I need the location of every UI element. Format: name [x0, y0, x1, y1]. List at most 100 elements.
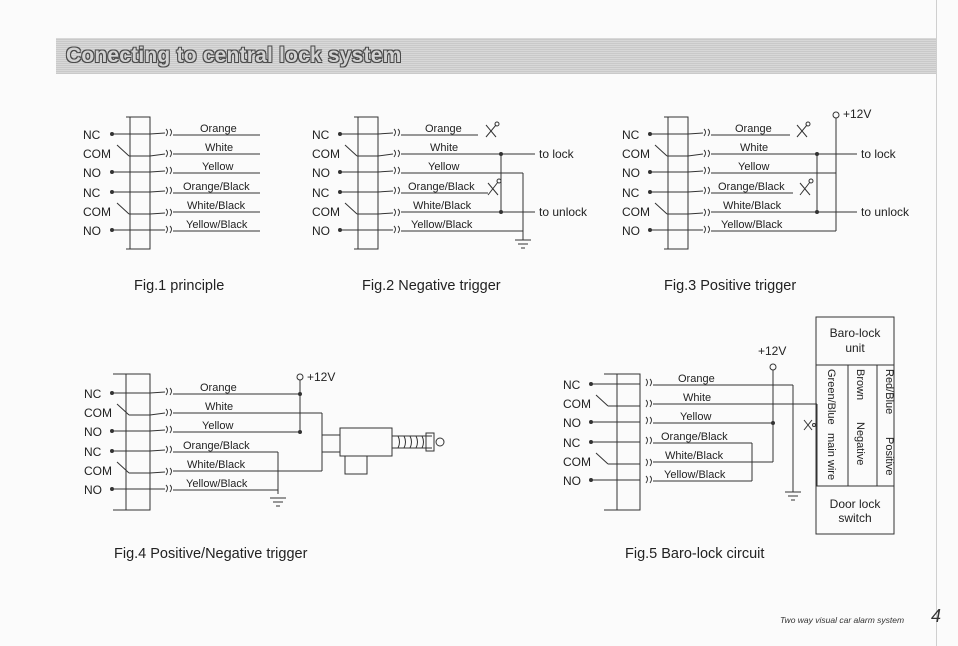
pin-label: NC	[312, 128, 330, 142]
vertical-wire-color: Green/Blue	[825, 369, 837, 425]
wire-label: Yellow	[202, 420, 233, 432]
pin-label: NO	[83, 224, 101, 238]
fig4-pin-labels: NC COM NO NC COM NO	[84, 387, 112, 497]
scissors-icon	[487, 181, 499, 196]
door-lock-switch-label: Door lock	[830, 497, 882, 511]
baro-lock-unit-label-2: unit	[845, 341, 865, 355]
scissors-icon	[485, 124, 497, 138]
page-edge-line	[936, 0, 937, 646]
fig5-caption: Fig.5 Baro-lock circuit	[625, 546, 764, 562]
footer-text: Two way visual car alarm system	[780, 615, 905, 625]
pin-label: NC	[84, 387, 102, 401]
fig3-to-lock-label: to lock	[861, 147, 897, 161]
fig3-diagram	[648, 111, 857, 250]
pin-label: COM	[622, 205, 650, 219]
fig2-to-lock-label: to lock	[539, 147, 575, 161]
fig1-caption: Fig.1 principle	[134, 278, 224, 294]
vertical-wire-role: Positive	[883, 437, 895, 476]
wire-label: White	[205, 401, 233, 413]
page-number: 4	[931, 606, 942, 626]
pin-label: COM	[312, 147, 340, 161]
wire-label: White/Black	[413, 200, 472, 212]
pin-label: NC	[622, 128, 640, 142]
wire-label: Yellow	[202, 161, 233, 173]
fig3-caption: Fig.3 Positive trigger	[664, 278, 796, 294]
door-lock-switch-label-2: switch	[838, 511, 871, 525]
wire-label: White	[430, 142, 458, 154]
scissors-icon	[803, 419, 813, 431]
vertical-wire-role: main wire	[825, 433, 837, 480]
pin-label: NO	[84, 483, 102, 497]
vertical-wire-color: Brown	[854, 369, 866, 400]
wire-label: Yellow	[428, 161, 459, 173]
vertical-wire-role: Negative	[854, 422, 866, 465]
pin-label: NC	[563, 378, 581, 392]
wire-label: Orange	[678, 373, 715, 385]
fig2-wire-labels: Orange White Yellow Orange/Black White/B…	[408, 123, 475, 231]
wire-label: White	[740, 142, 768, 154]
pin-label: NO	[312, 166, 330, 180]
wire-label: Orange/Black	[718, 181, 785, 193]
scissors-icon	[799, 181, 811, 196]
wire-label: White/Black	[665, 450, 724, 462]
fig2-to-unlock-label: to unlock	[539, 205, 588, 219]
scissors-icon	[796, 124, 808, 138]
wire-label: Yellow/Black	[186, 219, 248, 231]
pin-label: COM	[83, 205, 111, 219]
fig1-pin-labels: NC COM NO NC COM NO	[83, 128, 111, 238]
fig5-supply-label: +12V	[758, 344, 786, 358]
wire-label: Yellow	[738, 161, 769, 173]
pin-label: NC	[83, 186, 101, 200]
wire-label: White	[683, 392, 711, 404]
fig5-pin-labels: NC COM NO NC COM NO	[563, 378, 591, 488]
pin-label: NO	[563, 416, 581, 430]
pin-label: NC	[312, 186, 330, 200]
pin-label: COM	[622, 147, 650, 161]
pin-label: NC	[84, 445, 102, 459]
fig4-diagram	[110, 373, 445, 511]
fig1-wire-labels: Orange White Yellow Orange/Black White/B…	[183, 123, 250, 231]
fig5-vertical-wire-labels: Green/Blue main wire Brown Negative Red/…	[825, 369, 895, 480]
page-title: Conecting to central lock system	[66, 44, 402, 67]
wire-label: Orange	[425, 123, 462, 135]
pin-label: NO	[312, 224, 330, 238]
wire-label: Orange/Black	[661, 431, 728, 443]
wire-label: Orange/Black	[183, 181, 250, 193]
fig2-caption: Fig.2 Negative trigger	[362, 278, 501, 294]
wire-label: White/Black	[187, 459, 246, 471]
wire-label: Orange	[200, 123, 237, 135]
pin-label: COM	[84, 464, 112, 478]
fig3-supply-label: +12V	[843, 107, 871, 121]
door-lock-actuator-icon	[339, 427, 445, 475]
fig3-wire-labels: Orange White Yellow Orange/Black White/B…	[718, 123, 785, 231]
fig4-supply-label: +12V	[307, 370, 335, 384]
wire-label: Yellow/Black	[664, 469, 726, 481]
wire-label: Orange/Black	[408, 181, 475, 193]
wire-label: White/Black	[187, 200, 246, 212]
wire-label: Yellow/Black	[721, 219, 783, 231]
pin-label: NC	[622, 186, 640, 200]
pin-label: NC	[563, 436, 581, 450]
header-band	[56, 38, 936, 74]
pin-label: NO	[84, 425, 102, 439]
wire-label: White/Black	[723, 200, 782, 212]
pin-label: COM	[563, 397, 591, 411]
wire-label: White	[205, 142, 233, 154]
wire-label: Orange/Black	[183, 440, 250, 452]
wire-label: Yellow	[680, 411, 711, 423]
fig5-wire-labels: Orange White Yellow Orange/Black White/B…	[661, 373, 728, 481]
pin-label: COM	[83, 147, 111, 161]
wire-label: Orange	[200, 382, 237, 394]
pin-label: COM	[312, 205, 340, 219]
fig3-pin-labels: NC COM NO NC COM NO	[622, 128, 650, 238]
wire-label: Yellow/Black	[411, 219, 473, 231]
fig2-pin-labels: NC COM NO NC COM NO	[312, 128, 340, 238]
pin-label: NO	[622, 166, 640, 180]
vertical-wire-color: Red/Blue	[883, 369, 895, 414]
wire-label: Yellow/Black	[186, 478, 248, 490]
fig1-diagram	[110, 116, 260, 250]
fig5-diagram	[589, 316, 895, 535]
fig3-to-unlock-label: to unlock	[861, 205, 910, 219]
pin-label: NO	[563, 474, 581, 488]
